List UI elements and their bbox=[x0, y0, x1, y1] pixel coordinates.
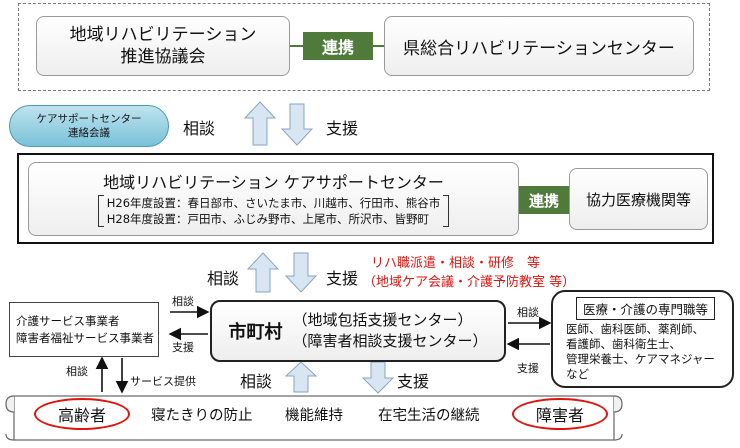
top-link-label: 連携 bbox=[321, 38, 354, 57]
top-dashed-group bbox=[18, 3, 710, 91]
goal-home-life: 在宅生活の継続 bbox=[378, 408, 480, 424]
lower-support-arrow bbox=[361, 361, 395, 394]
goal-function: 機能維持 bbox=[285, 408, 343, 424]
care-center-line-2: H28年度設置：戸田市、ふじみ野市、上尾市、所沢市、皆野町 bbox=[106, 211, 430, 226]
top-link-badge: 連携 bbox=[303, 32, 373, 60]
care-center-line-1: H26年度設置：春日部市、さいたま市、川越市、行田市、熊谷市 bbox=[106, 195, 441, 210]
left-consult-label: 相談 bbox=[172, 295, 194, 308]
upper-consult-arrow bbox=[243, 101, 277, 146]
upper-support-label: 支援 bbox=[326, 119, 359, 138]
bracket-right bbox=[443, 194, 450, 227]
partner-institution-label: 協力医療機関等 bbox=[585, 190, 691, 209]
elderly-oval: 高齢者 bbox=[34, 398, 130, 430]
upper-consult-label: 相談 bbox=[183, 119, 216, 138]
providers-box: 介護サービス事業者 障害者福祉サービス事業者 bbox=[9, 302, 159, 357]
left-support-label: 支援 bbox=[172, 341, 194, 354]
professionals-line-2: 看護師、歯科衛生士、 bbox=[566, 337, 681, 351]
care-center-frame bbox=[17, 153, 714, 244]
municipality-box: 市町村 （地域包括支援センター） （障害者相談支援センター） bbox=[210, 300, 506, 362]
service-label: サービス提供 bbox=[130, 375, 196, 388]
middle-consult-label: 相談 bbox=[207, 269, 240, 288]
council-line-1: 地域リハビリテーション bbox=[69, 25, 257, 45]
rehab-council-box: 地域リハビリテーション 推進協議会 bbox=[36, 16, 290, 76]
middle-consult-arrow bbox=[246, 252, 280, 293]
lower-support-label: 支援 bbox=[397, 372, 430, 391]
professionals-list: 医師、歯科医師、薬剤師、 看護師、歯科衛生士、 管理栄養士、ケアマネジャー など bbox=[566, 322, 715, 382]
municipality-line-1: （地域包括支援センター） bbox=[292, 311, 473, 329]
care-center-years: H26年度設置：春日部市、さいたま市、川越市、行田市、熊谷市 H28年度設置：戸… bbox=[97, 194, 450, 227]
care-link-badge: 連携 bbox=[519, 186, 569, 214]
activities-line-2: （地域ケア会議・介護予防教室 等） bbox=[363, 275, 576, 290]
provider-disability: 障害者福祉サービス事業者 bbox=[16, 330, 154, 345]
elderly-label: 高齢者 bbox=[57, 406, 106, 425]
municipality-name: 市町村 bbox=[228, 322, 283, 343]
prefecture-center-box: 県総合リハビリテーションセンター bbox=[384, 16, 694, 76]
activities-line-1: リハ職派遣・相談・研修 等 bbox=[371, 256, 541, 271]
care-center-box: 地域リハビリテーション ケアサポートセンター H26年度設置：春日部市、さいたま… bbox=[28, 162, 519, 236]
lower-consult-arrow bbox=[284, 361, 318, 393]
council-line-2: 推進協議会 bbox=[120, 47, 206, 67]
professionals-line-4: など bbox=[566, 367, 589, 381]
disabled-oval: 障害者 bbox=[512, 398, 608, 430]
lower-consult-label: 相談 bbox=[240, 372, 273, 391]
liaison-meeting-pill: ケアサポートセンター 連絡会議 bbox=[9, 105, 169, 147]
liaison-line-2: 連絡会議 bbox=[68, 127, 110, 139]
provider-care: 介護サービス事業者 bbox=[16, 313, 120, 328]
care-center-title: 地域リハビリテーション ケアサポートセンター bbox=[103, 172, 444, 192]
bracket-left bbox=[97, 194, 104, 227]
bottom-consult-label: 相談 bbox=[66, 365, 88, 378]
liaison-line-1: ケアサポートセンター bbox=[36, 113, 142, 125]
professionals-line-1: 医師、歯科医師、薬剤師、 bbox=[566, 322, 704, 336]
partner-institution-box: 協力医療機関等 bbox=[569, 168, 708, 230]
goal-bedridden: 寝たきりの防止 bbox=[151, 408, 253, 424]
middle-support-arrow bbox=[284, 252, 318, 293]
upper-support-arrow bbox=[280, 103, 314, 146]
right-support-label: 支援 bbox=[517, 362, 539, 375]
care-link-label: 連携 bbox=[528, 191, 559, 210]
prefecture-center-label: 県総合リハビリテーションセンター bbox=[403, 38, 675, 59]
middle-support-label: 支援 bbox=[326, 269, 359, 288]
disabled-label: 障害者 bbox=[535, 406, 584, 425]
professionals-title: 医療・介護の専門職等 bbox=[576, 297, 716, 320]
right-consult-label: 相談 bbox=[517, 306, 539, 319]
municipality-line-2: （障害者相談支援センター） bbox=[292, 332, 488, 350]
professionals-line-3: 管理栄養士、ケアマネジャー bbox=[566, 352, 715, 366]
